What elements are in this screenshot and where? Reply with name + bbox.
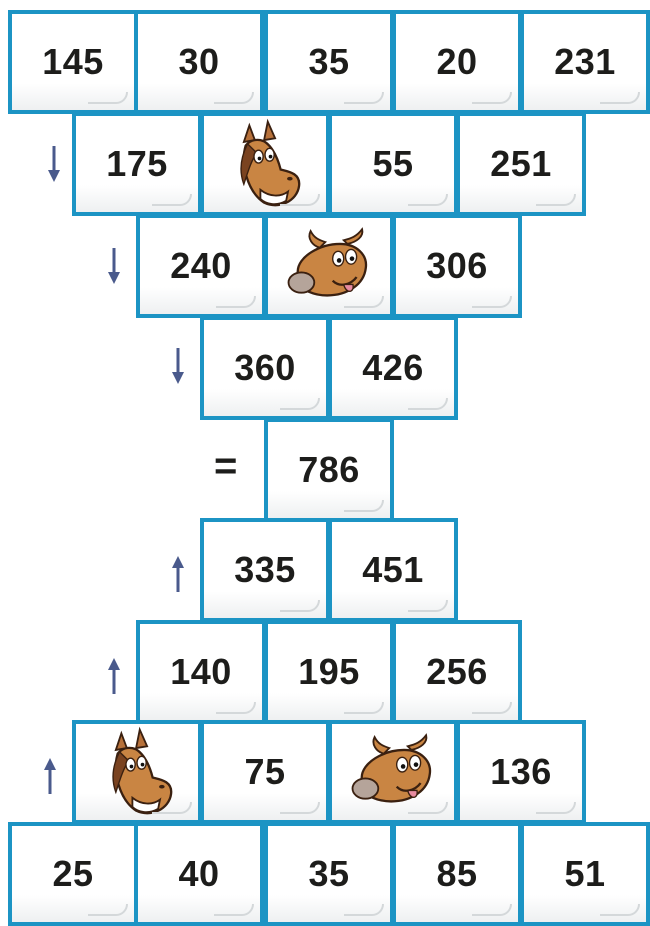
cell-number: 40	[178, 853, 219, 895]
cell-number: 240	[170, 245, 232, 287]
cell-number: 175	[106, 143, 168, 185]
cell-number: 75	[244, 751, 285, 793]
cell-number: 251	[490, 143, 552, 185]
cell-r1-c5: 231	[520, 10, 650, 114]
arrow-up-icon	[170, 554, 186, 594]
arrow-up-icon	[42, 756, 58, 796]
cell-r3-c3: 306	[392, 214, 522, 318]
horse-face-icon	[91, 726, 183, 818]
cell-number: 55	[372, 143, 413, 185]
cell-r6-c2: 451	[328, 518, 458, 622]
cell-number: 335	[234, 549, 296, 591]
cell-r8-c4: 136	[456, 720, 586, 824]
cell-r1-c4: 20	[392, 10, 522, 114]
cell-r7-c1: 140	[136, 620, 266, 724]
cell-r9-c1: 25	[8, 822, 138, 926]
arrow-down-icon	[46, 144, 62, 184]
arrow-down-icon	[170, 346, 186, 386]
cow-face-icon	[347, 726, 439, 818]
cell-r9-c2: 40	[134, 822, 264, 926]
cell-r1-c3: 35	[264, 10, 394, 114]
cell-number: 451	[362, 549, 424, 591]
cell-number: 360	[234, 347, 296, 389]
cell-r1-c2: 30	[134, 10, 264, 114]
cell-number: 85	[436, 853, 477, 895]
cell-r8-c3	[328, 720, 458, 824]
cell-number: 231	[554, 41, 616, 83]
cell-number: 35	[308, 853, 349, 895]
cell-r8-c1	[72, 720, 202, 824]
cell-r4-c1: 360	[200, 316, 330, 420]
cell-r5-c1: 786	[264, 418, 394, 522]
arrow-up-icon	[106, 656, 122, 696]
cell-number: 426	[362, 347, 424, 389]
cell-r2-c2	[200, 112, 330, 216]
cell-number: 20	[436, 41, 477, 83]
cell-r2-c4: 251	[456, 112, 586, 216]
cell-number: 35	[308, 41, 349, 83]
cell-r2-c3: 55	[328, 112, 458, 216]
cell-r3-c2	[264, 214, 394, 318]
cell-number: 140	[170, 651, 232, 693]
cell-number: 145	[42, 41, 104, 83]
cell-r6-c1: 335	[200, 518, 330, 622]
cell-number: 256	[426, 651, 488, 693]
arrow-down-icon	[106, 246, 122, 286]
cell-number: 25	[52, 853, 93, 895]
cell-r7-c3: 256	[392, 620, 522, 724]
cell-r4-c2: 426	[328, 316, 458, 420]
equals-sign: =	[214, 444, 237, 489]
cell-number: 51	[564, 853, 605, 895]
cell-r2-c1: 175	[72, 112, 202, 216]
cell-number: 786	[298, 449, 360, 491]
cell-number: 30	[178, 41, 219, 83]
cell-number: 195	[298, 651, 360, 693]
cell-r9-c4: 85	[392, 822, 522, 926]
cell-r9-c5: 51	[520, 822, 650, 926]
horse-face-icon	[219, 118, 311, 210]
cell-r7-c2: 195	[264, 620, 394, 724]
cow-face-icon	[283, 220, 375, 312]
cell-r3-c1: 240	[136, 214, 266, 318]
cell-number: 306	[426, 245, 488, 287]
cell-r9-c3: 35	[264, 822, 394, 926]
cell-number: 136	[490, 751, 552, 793]
cell-r8-c2: 75	[200, 720, 330, 824]
cell-r1-c1: 145	[8, 10, 138, 114]
